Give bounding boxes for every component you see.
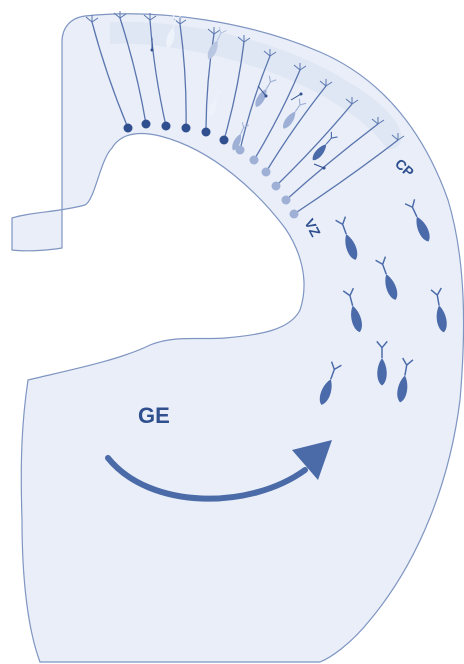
direction-arrow-tip xyxy=(265,95,268,98)
ventricular-cell-body xyxy=(262,168,271,177)
direction-arrow-tip xyxy=(323,167,326,170)
ventricular-cell-body xyxy=(290,210,299,219)
label-ge: GE xyxy=(138,403,170,428)
ventricular-cell-body xyxy=(282,196,291,205)
ventricular-cell-body xyxy=(202,128,211,137)
ventricular-cell-body xyxy=(162,122,171,131)
ventricular-cell-body xyxy=(220,136,229,145)
direction-arrow-tip xyxy=(151,49,154,52)
brain-tissue xyxy=(12,14,464,662)
ventricular-cell-body xyxy=(250,156,259,165)
ventricular-cell-body xyxy=(182,124,191,133)
ventricular-cell-body xyxy=(124,124,133,133)
ventricular-cell-body xyxy=(272,182,281,191)
direction-arrow-tip xyxy=(300,93,303,96)
ventricular-cell-body xyxy=(142,120,151,129)
